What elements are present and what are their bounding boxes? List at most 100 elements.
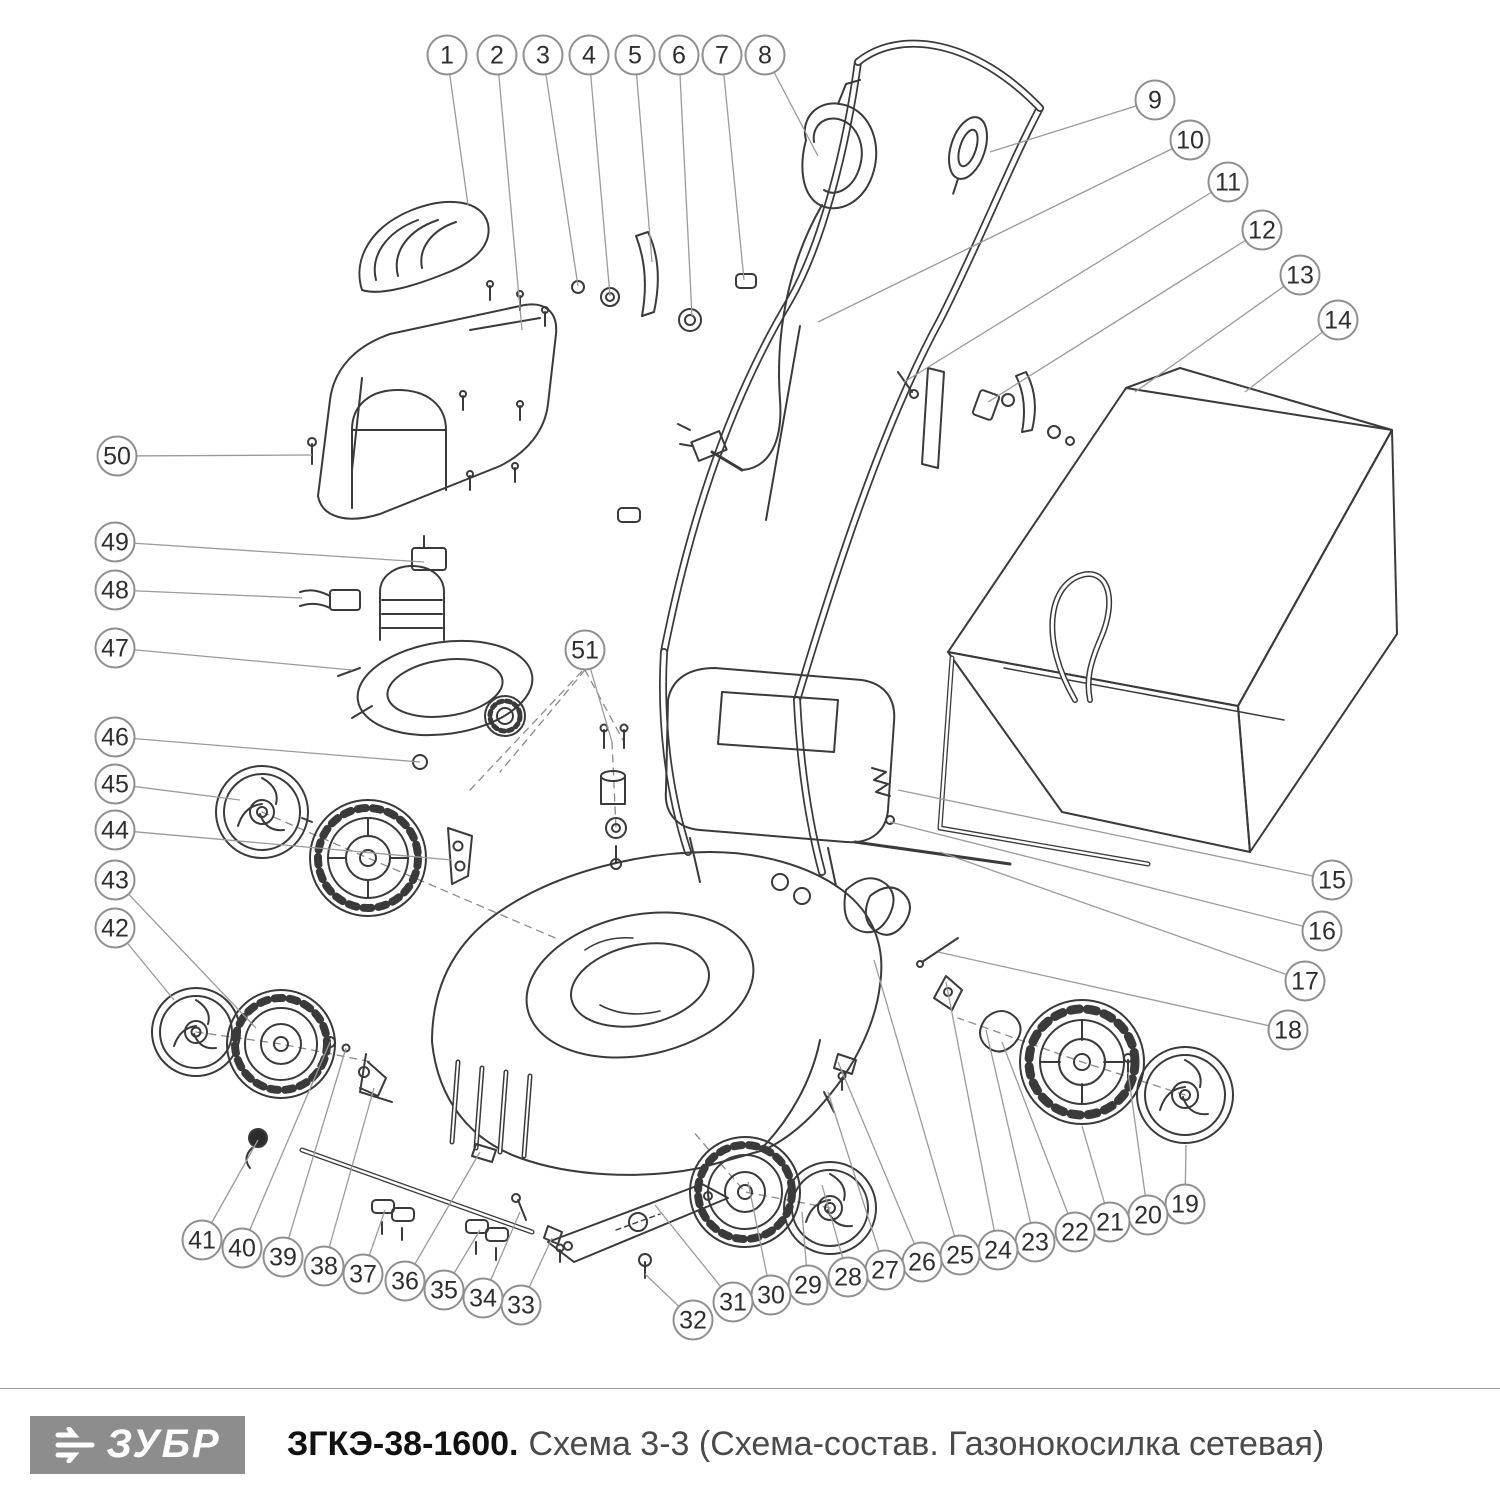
callout-circle: [96, 435, 138, 477]
callout-number: 48: [101, 577, 129, 605]
switch-housing: [801, 79, 878, 210]
callout-number: 10: [1176, 127, 1204, 155]
mower-deck: [358, 827, 883, 1176]
rear-flap-lever: [843, 877, 895, 934]
callout-31: 31: [654, 1204, 754, 1323]
callout-circle: [827, 1256, 869, 1298]
wheel-treaded-right: [1019, 999, 1145, 1125]
wheels: [151, 765, 1234, 1255]
callout-7: 7: [701, 34, 745, 281]
callout-number: 37: [349, 1261, 377, 1289]
cover-screws: [307, 280, 549, 491]
callout-circle: [712, 1281, 754, 1323]
callout-47: 47: [94, 627, 353, 671]
callout-circle: [384, 1260, 426, 1302]
callout-number: 47: [101, 635, 129, 663]
callout-number: 29: [794, 1272, 822, 1300]
callout-number: 25: [946, 1242, 974, 1270]
callout-44: 44: [94, 809, 453, 861]
callout-number: 19: [1171, 1191, 1199, 1219]
callout-number: 7: [715, 42, 729, 70]
misc-small-parts: [617, 507, 911, 1113]
callout-number: 6: [672, 42, 686, 70]
rear-housing: [664, 667, 1012, 968]
callout-circle: [94, 809, 136, 851]
callout-number: 27: [871, 1257, 899, 1285]
callout-21: 21: [1081, 1125, 1131, 1243]
callout-circle: [1267, 1009, 1309, 1051]
callout-43: 43: [94, 859, 257, 1029]
callout-circle: [1241, 209, 1283, 251]
callout-number: 38: [310, 1253, 338, 1281]
callout-28: 28: [821, 1184, 869, 1298]
callout-circle: [94, 627, 136, 669]
callout-4: 4: [568, 34, 611, 297]
callout-number: 46: [101, 724, 129, 752]
callout-number: 28: [834, 1264, 862, 1292]
callout-number: 3: [536, 42, 550, 70]
callout-49: 49: [94, 521, 425, 563]
wheel-treaded-left-upper: [309, 799, 427, 917]
callout-8: 8: [744, 34, 819, 157]
wheel-cover-right: [1136, 1046, 1234, 1144]
callout-number: 24: [984, 1237, 1012, 1265]
callout-number: 4: [582, 42, 596, 70]
callout-circle: [94, 859, 136, 901]
callout-circle: [262, 1236, 304, 1278]
axle-clips: [371, 1193, 527, 1261]
callout-16: 16: [889, 821, 1343, 952]
callout-35: 35: [423, 1229, 481, 1311]
callout-number: 18: [1274, 1017, 1302, 1045]
callout-number: 41: [188, 1227, 216, 1255]
callout-circle: [94, 763, 136, 805]
callout-18: 18: [937, 951, 1309, 1051]
callout-number: 21: [1096, 1209, 1124, 1237]
callout-39: 39: [262, 1047, 347, 1278]
callout-5: 5: [614, 34, 656, 263]
callout-19: 19: [1164, 1144, 1206, 1225]
callout-number: 44: [101, 817, 129, 845]
callout-51: 51: [564, 629, 613, 743]
callout-number: 43: [101, 867, 129, 895]
callout-46: 46: [94, 716, 421, 763]
callout-circle: [672, 1299, 714, 1341]
callout-circle: [1317, 299, 1359, 341]
callout-27: 27: [827, 1091, 906, 1291]
callout-number: 32: [679, 1307, 707, 1335]
callout-number: 42: [101, 915, 129, 943]
callout-17: 17: [939, 851, 1326, 1002]
callout-26: 26: [837, 1061, 943, 1283]
callout-number: 45: [101, 771, 129, 799]
handle-assembly: [571, 39, 1075, 876]
callout-number: 12: [1248, 217, 1276, 245]
callout-number: 40: [228, 1235, 256, 1263]
footer-model: ЗГКЭ-38-1600.: [287, 1425, 519, 1463]
front-bracket: [471, 1143, 497, 1163]
wheel-cover-bottom: [783, 1161, 877, 1255]
callout-number: 11: [1215, 169, 1241, 197]
callout-22: 22: [1001, 1041, 1096, 1253]
callout-32: 32: [644, 1273, 714, 1341]
callout-38: 38: [303, 1087, 375, 1287]
callout-circle: [221, 1227, 263, 1269]
callout-13: 13: [1134, 254, 1321, 393]
callout-number: 23: [1021, 1229, 1049, 1257]
callout-circle: [94, 569, 136, 611]
callout-number: 33: [507, 1292, 535, 1320]
blade: [547, 1183, 729, 1263]
pin: [921, 937, 959, 963]
callout-circle: [303, 1245, 345, 1287]
callout-circle: [568, 34, 610, 76]
callout-number: 30: [757, 1282, 785, 1310]
deck-opening: [525, 911, 755, 1059]
callout-25: 25: [873, 959, 981, 1276]
callout-33: 33: [500, 1237, 553, 1326]
callout-number: 22: [1061, 1219, 1089, 1247]
front-axle-group: [245, 1036, 535, 1261]
callout-number: 20: [1134, 1202, 1162, 1230]
callout-circle: [1164, 1183, 1206, 1225]
callout-1: 1: [426, 34, 469, 206]
callout-42: 42: [94, 907, 175, 1001]
callout-29: 29: [787, 1211, 829, 1306]
